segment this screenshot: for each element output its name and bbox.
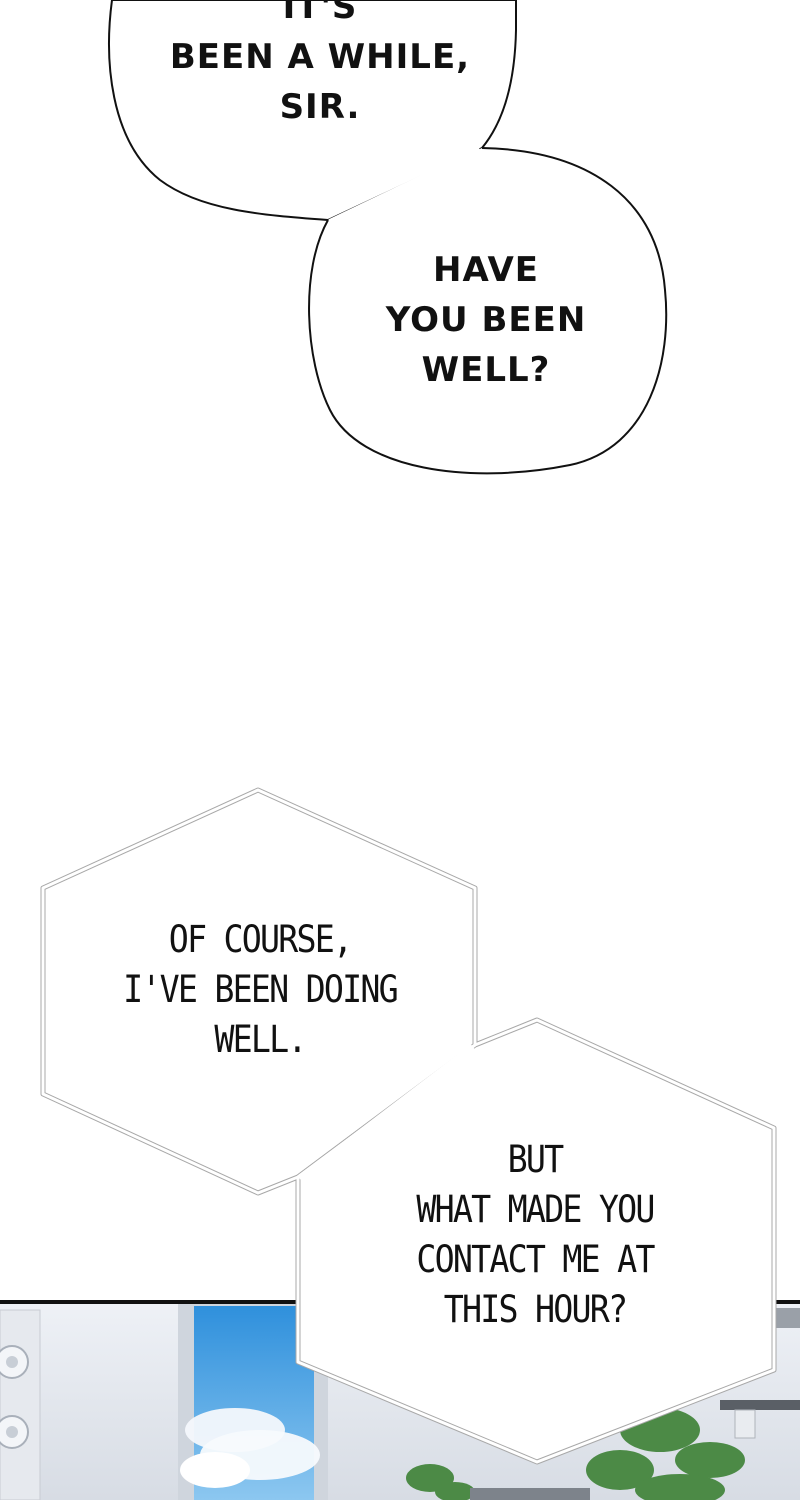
- speech-text-2: HAVE YOU BEEN WELL?: [350, 245, 622, 395]
- text-line: WELL.: [214, 1018, 307, 1061]
- hex-text-1: OF COURSE, I'VE BEEN DOING WELL.: [107, 915, 413, 1065]
- speech-text-1: IT'S BEEN A WHILE, SIR.: [150, 0, 490, 132]
- speaker-cabinet: [0, 1309, 41, 1500]
- desk-monitor: [470, 1488, 590, 1500]
- text-line: BEEN A WHILE,: [169, 37, 471, 77]
- text-line: I'VE BEEN DOING: [123, 968, 399, 1011]
- speech-bubble-round-1: [108, 0, 517, 222]
- text-line: THIS HOUR?: [443, 1288, 628, 1331]
- hex-text-2: BUT WHAT MADE YOU CONTACT ME AT THIS HOU…: [387, 1135, 684, 1335]
- text-line: WHAT MADE YOU: [416, 1188, 655, 1231]
- text-line: HAVE: [433, 250, 539, 290]
- text-line: YOU BEEN: [385, 300, 587, 340]
- text-line: WELL?: [421, 350, 551, 390]
- speech-bubble-round-2: [308, 147, 668, 475]
- text-line: IT'S: [282, 0, 358, 27]
- text-line: SIR.: [279, 87, 361, 127]
- text-line: CONTACT ME AT: [416, 1238, 655, 1281]
- wall-shelf: [720, 1400, 800, 1410]
- text-line: OF COURSE,: [168, 918, 353, 961]
- text-line: BUT: [507, 1138, 565, 1181]
